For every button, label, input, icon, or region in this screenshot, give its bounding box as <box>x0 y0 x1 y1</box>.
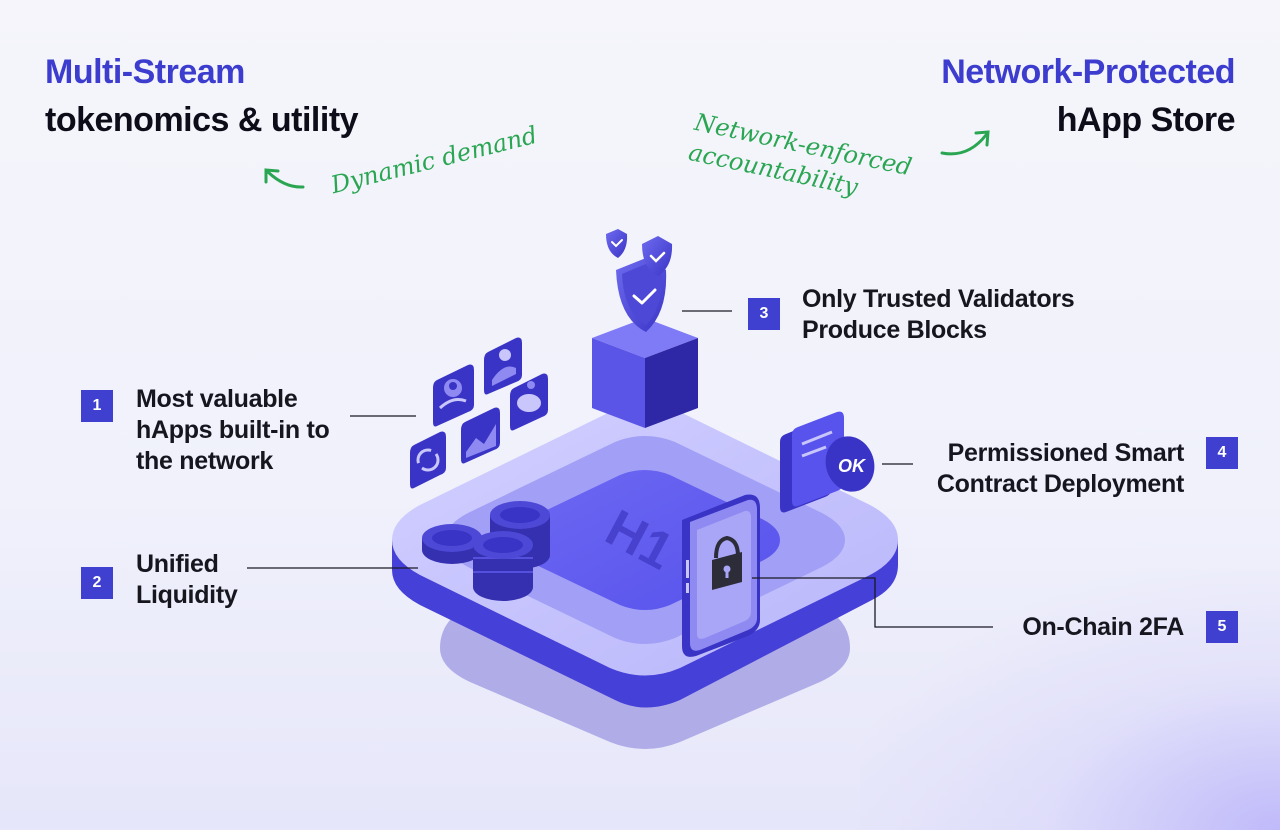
shield-medium-icon <box>642 236 673 276</box>
feature-5-line-1: On-Chain 2FA <box>1022 613 1184 641</box>
phone-lock-icon <box>682 494 760 657</box>
connector-lines <box>247 310 993 628</box>
right-heading-main: hApp Store <box>1056 101 1236 139</box>
contract-document-icon <box>780 411 844 513</box>
feature-4-line-1: Permissioned Smart <box>947 439 1185 467</box>
coins-icon <box>422 501 550 601</box>
feature-2-line-1: Unified <box>136 550 219 578</box>
feature-2-label: Unified Liquidity <box>136 549 238 611</box>
ok-badge-icon: OK <box>825 436 875 492</box>
left-heading-main: tokenomics & utility <box>45 101 359 139</box>
feature-3-label: Only Trusted Validators Produce Blocks <box>802 284 1075 346</box>
shield-icon <box>616 258 667 332</box>
right-heading-accent: Network-Protected <box>941 53 1235 91</box>
badge-3: 3 <box>748 298 780 330</box>
feature-3-line-1: Only Trusted Validators <box>802 285 1075 313</box>
app-tile-refresh-icon <box>410 431 446 489</box>
feature-3-line-2: Produce Blocks <box>802 316 987 344</box>
badge-1: 1 <box>81 390 113 422</box>
feature-5-label: On-Chain 2FA <box>1022 612 1184 643</box>
feature-2-line-2: Liquidity <box>136 581 238 609</box>
cube-icon <box>592 318 698 428</box>
badge-2: 2 <box>81 567 113 599</box>
feature-1-label: Most valuable hApps built-in to the netw… <box>136 384 330 477</box>
left-heading-accent: Multi-Stream <box>45 53 245 91</box>
app-tile-person-icon <box>484 337 522 395</box>
feature-1-line-1: Most valuable <box>136 385 298 413</box>
arrow-right-icon <box>940 130 990 156</box>
badge-4: 4 <box>1206 437 1238 469</box>
feature-4-line-2: Contract Deployment <box>936 470 1184 498</box>
shield-small-icon <box>606 229 628 258</box>
arrow-left-icon <box>264 168 305 189</box>
ok-label: OK <box>838 456 867 476</box>
feature-1-line-2: hApps built-in to <box>136 416 330 444</box>
feature-1-line-3: the network <box>136 447 273 475</box>
feature-4-label: Permissioned Smart Contract Deployment <box>937 438 1184 500</box>
app-tile-user-icon <box>433 364 474 427</box>
app-tile-piggy-icon <box>510 373 548 431</box>
app-tile-chart-icon <box>461 407 500 464</box>
badge-5: 5 <box>1206 611 1238 643</box>
